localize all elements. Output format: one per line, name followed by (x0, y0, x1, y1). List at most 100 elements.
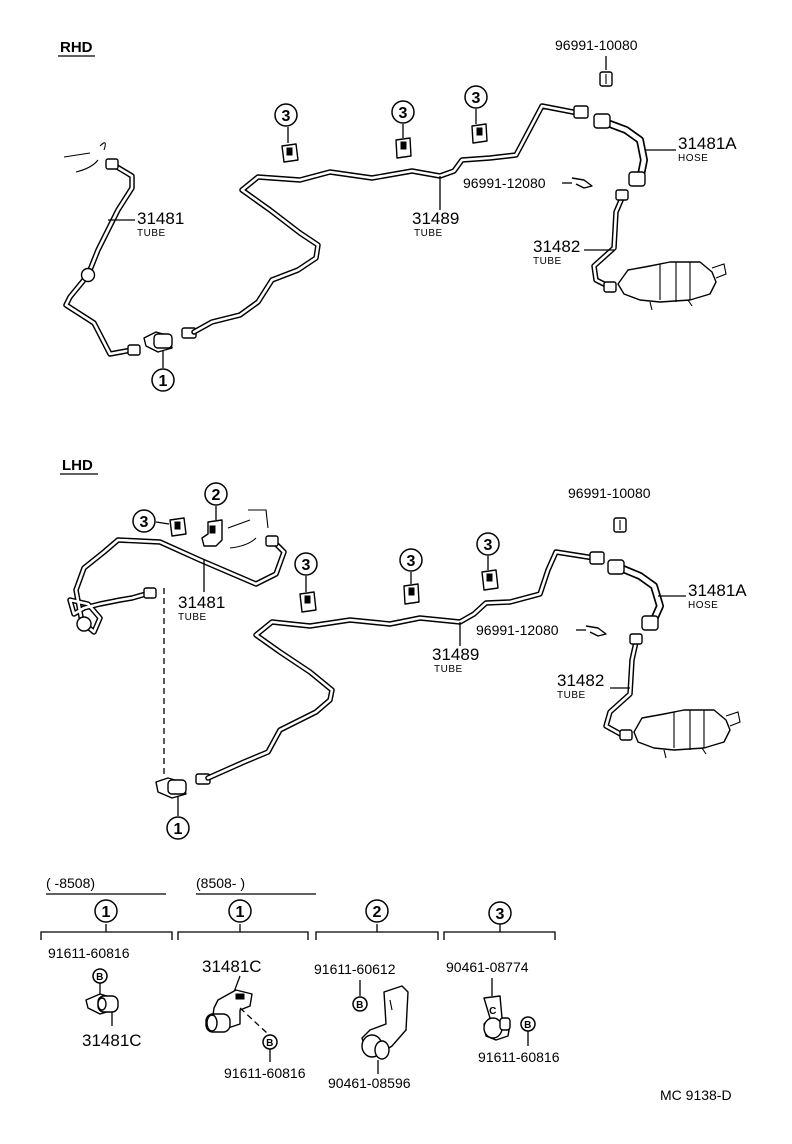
lhd-callout-3d-text: 3 (484, 537, 493, 554)
legend-range-col2: (8508- ) (196, 875, 245, 891)
rhd-section: RHD 1 (58, 37, 737, 392)
rhd-tube-31489-end-fitting (573, 105, 589, 119)
lhd-callout-3b-text: 3 (302, 557, 311, 574)
legend-col4-clamp: C (483, 995, 511, 1041)
lhd-tube-31481 (67, 535, 287, 635)
rhd-hose-fitting-bottom (628, 171, 646, 187)
rhd-engine-outline (63, 142, 106, 173)
lhd-callout-2-text: 2 (212, 487, 221, 504)
lhd-clip-2 (201, 519, 223, 547)
legend-bracket-col3 (315, 924, 439, 940)
legend-bracket-col4 (443, 924, 556, 940)
lhd-label-31481: 31481 (178, 593, 225, 612)
rhd-clip-96991-12080 (571, 177, 593, 189)
lhd-callout-3a-circle (132, 509, 156, 533)
rhd-label-31482-tube: TUBE (533, 256, 562, 267)
legend-col3-bolt-label: 91611-60612 (314, 961, 396, 977)
rhd-hose-fitting-top (593, 113, 611, 129)
legend-section: ( -8508) (8508- ) 1 1 2 3 91611-60816 B … (40, 875, 560, 1091)
lhd-callout-3c-text: 3 (407, 553, 416, 570)
lhd-label-96991-12080: 96991-12080 (476, 622, 559, 638)
rhd-callout-3c-text: 3 (472, 90, 481, 107)
legend-callout-2-text: 2 (373, 904, 382, 921)
lhd-callout-3d-circle (476, 532, 500, 556)
lhd-callout-1-text: 1 (174, 821, 183, 838)
lhd-clip-96991-12080 (585, 625, 607, 637)
legend-col4-b-text: B (524, 1020, 532, 1031)
rhd-callout-1-circle (151, 368, 175, 392)
rhd-tube-joint (80, 267, 96, 283)
legend-col3-clamp (361, 985, 409, 1060)
lhd-tube-31489 (205, 549, 605, 781)
legend-col1-bolt-label: 91611-60816 (48, 945, 130, 961)
legend-callout-1a-text: 1 (102, 904, 111, 921)
lhd-section: LHD 1 (60, 457, 747, 840)
lhd-tube-31482 (603, 633, 643, 741)
lhd-clip-3a (169, 517, 187, 537)
lhd-label-31481A: 31481A (688, 581, 747, 600)
lhd-clip-3d (481, 569, 499, 591)
legend-col1-union-part (85, 993, 119, 1015)
legend-callout-3-text: 3 (496, 906, 505, 923)
rhd-callout-3c-circle (464, 85, 488, 109)
rhd-tube-fitting-bottom (127, 344, 141, 356)
rhd-callout-3b-circle (391, 100, 415, 124)
lhd-label-31482: 31482 (557, 671, 604, 690)
rhd-label-31489-tube: TUBE (414, 228, 443, 239)
lhd-engine-outline (227, 509, 269, 549)
rhd-clip-96991-10080 (599, 71, 613, 87)
legend-callout-2-circle (365, 899, 389, 923)
rhd-label-31482: 31482 (533, 237, 580, 256)
lhd-label-31489: 31489 (432, 645, 479, 664)
rhd-callout-3a-circle (274, 103, 298, 127)
lhd-label-31482-tube: TUBE (557, 690, 586, 701)
lhd-callout-2-circle (204, 482, 228, 506)
lhd-hose-31481A (607, 559, 664, 631)
rhd-hose-31481A (593, 113, 648, 187)
legend-col3-b-text: B (356, 1000, 364, 1011)
lhd-clip-3b (299, 591, 317, 613)
rhd-callout-3b-text: 3 (399, 105, 408, 122)
rhd-label: RHD (60, 39, 93, 56)
legend-col3-b-circle (352, 996, 368, 1012)
rhd-label-31481A: 31481A (678, 134, 737, 153)
legend-col2-part-label: 31481C (202, 957, 262, 976)
rhd-union-part-1 (143, 327, 197, 353)
lhd-callout-1-circle (166, 816, 190, 840)
legend-callout-1b-circle (228, 899, 252, 923)
rhd-label-hose: HOSE (678, 153, 708, 164)
rhd-label-96991-10080: 96991-10080 (555, 37, 638, 53)
lhd-label-31481-tube: TUBE (178, 612, 207, 623)
legend-callout-1a-circle (94, 899, 118, 923)
legend-col3-clamp-label: 90461-08596 (328, 1075, 411, 1091)
rhd-clip-3a (281, 143, 299, 163)
rhd-label-31481: 31481 (137, 209, 184, 228)
legend-col4-bolt-label: 91611-60816 (478, 1049, 560, 1065)
rhd-label-31489: 31489 (412, 209, 459, 228)
legend-col1-b-text: B (96, 972, 104, 983)
rhd-tube-fitting-top (105, 158, 119, 170)
legend-range-col1: ( -8508) (46, 875, 95, 891)
diagram-code: MC 9138-D (660, 1087, 732, 1103)
lhd-callout-3c-circle (399, 548, 423, 572)
rhd-clip-3b (395, 137, 412, 159)
rhd-tube-31481 (63, 158, 141, 357)
lhd-label-96991-10080: 96991-10080 (568, 485, 651, 501)
lhd-union-part-1 (155, 773, 211, 799)
legend-col4-c-text: C (489, 1006, 497, 1017)
legend-col2-b-text: B (266, 1038, 274, 1049)
rhd-label-31481-tube: TUBE (137, 228, 166, 239)
lhd-callout-3b-circle (294, 552, 318, 576)
legend-callout-3-circle (488, 901, 512, 925)
legend-col2-union-part (205, 989, 253, 1033)
rhd-label-96991-12080: 96991-12080 (463, 175, 546, 191)
rhd-callout-3a-text: 3 (282, 108, 291, 125)
lhd-label-hose: HOSE (688, 600, 718, 611)
legend-col4-clamp-label: 90461-08774 (446, 959, 529, 975)
lhd-callout-3a-text: 3 (140, 514, 149, 531)
lhd-label-31489-tube: TUBE (434, 664, 463, 675)
legend-bracket-col2 (177, 924, 309, 940)
lhd-label: LHD (62, 457, 93, 474)
rhd-slave-cylinder (617, 261, 727, 311)
